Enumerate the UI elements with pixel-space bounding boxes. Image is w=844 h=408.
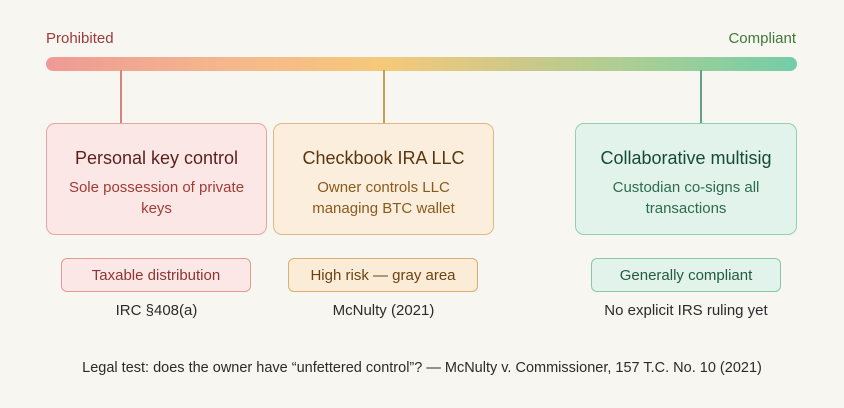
- compliance-gradient-bar: [46, 57, 797, 71]
- stem-multisig: [700, 70, 702, 123]
- card-title: Collaborative multisig: [600, 148, 772, 168]
- reference-irc-408a: IRC §408(a): [115, 302, 198, 319]
- badge-generally-compliant: Generally compliant: [591, 258, 781, 292]
- reference-mcnulty: McNulty (2021): [332, 302, 435, 319]
- card-description: Custodian co-signs all transactions: [612, 179, 760, 217]
- badge-high-risk: High risk — gray area: [288, 258, 478, 292]
- reference-no-ruling: No explicit IRS ruling yet: [604, 302, 768, 319]
- card-personal-key-control: Personal key control Sole possession of …: [46, 123, 267, 235]
- card-title: Checkbook IRA LLC: [302, 148, 465, 168]
- card-checkbook-ira-llc: Checkbook IRA LLC Owner controls LLC man…: [273, 123, 494, 235]
- scale-label-prohibited: Prohibited: [46, 30, 114, 47]
- legal-test-footnote: Legal test: does the owner have “unfette…: [82, 360, 762, 376]
- card-description: Sole possession of private keys: [68, 179, 245, 217]
- card-description: Owner controls LLC managing BTC wallet: [312, 179, 455, 217]
- stem-personal-key: [120, 70, 122, 123]
- scale-label-compliant: Compliant: [728, 30, 796, 47]
- badge-taxable-distribution: Taxable distribution: [61, 258, 251, 292]
- card-title: Personal key control: [74, 148, 239, 168]
- card-collaborative-multisig: Collaborative multisig Custodian co-sign…: [575, 123, 797, 235]
- stem-checkbook-ira: [383, 70, 385, 123]
